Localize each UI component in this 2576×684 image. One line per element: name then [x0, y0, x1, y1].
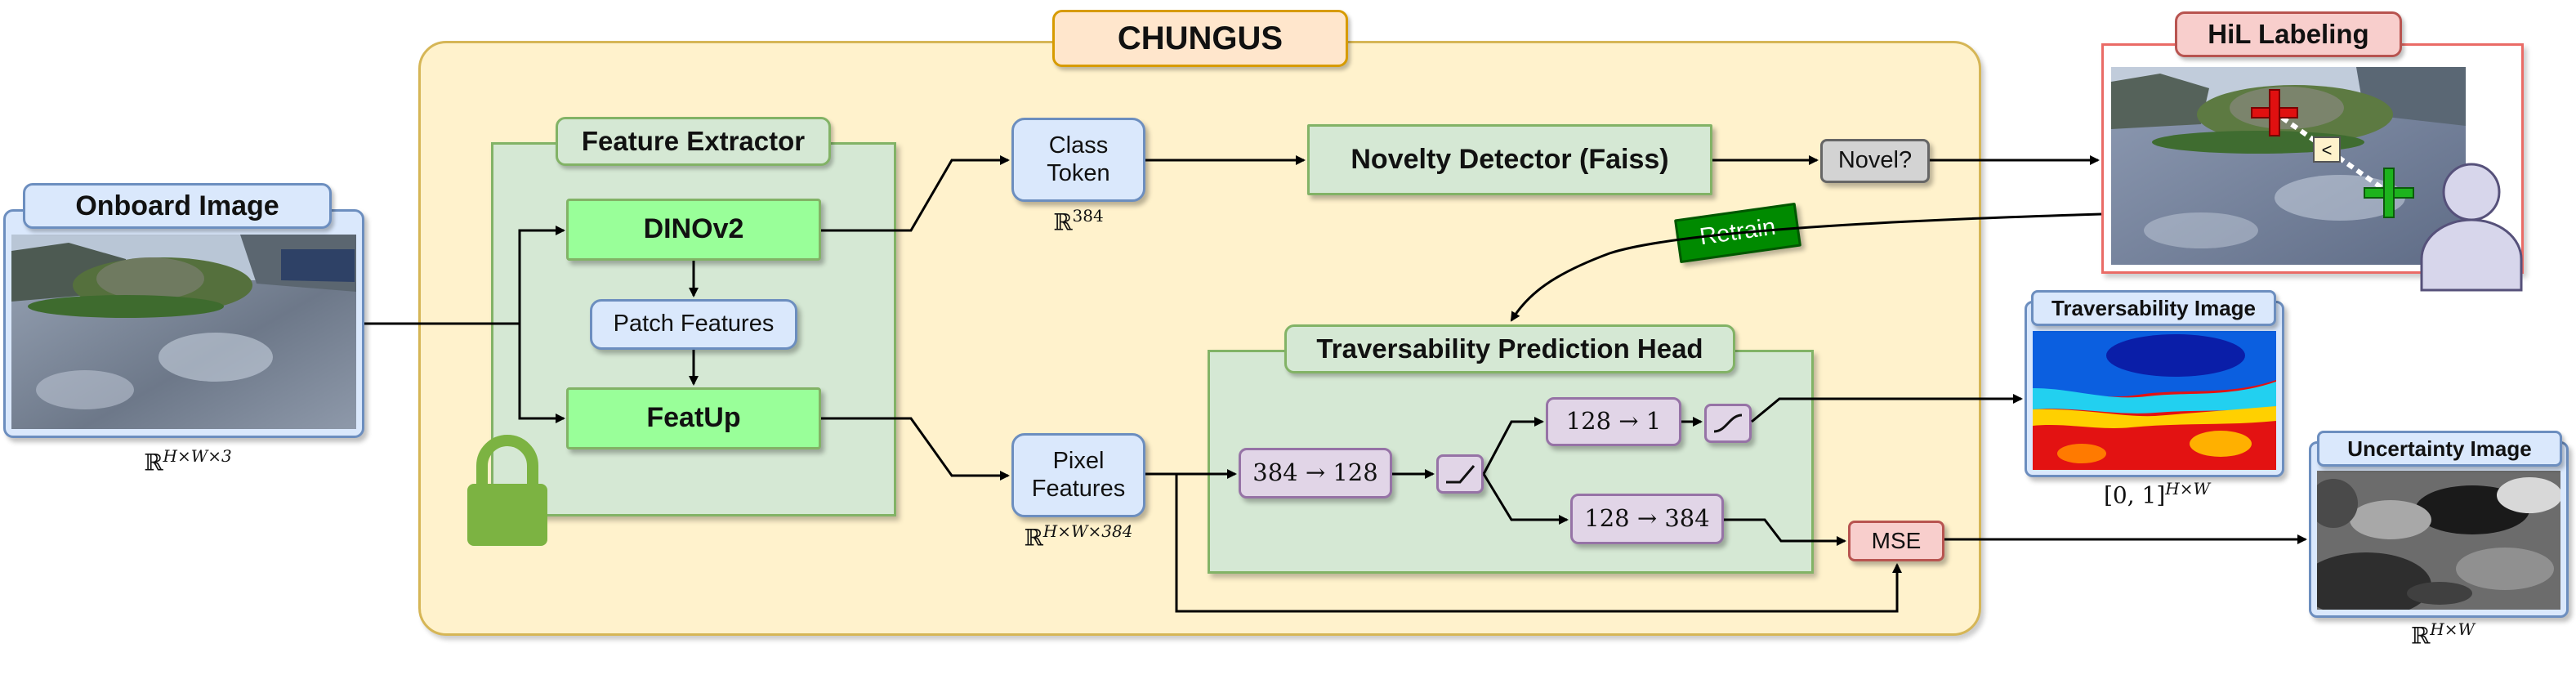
- hil-camera-photo: [2111, 67, 2466, 265]
- pixel-features-dimension: ℝH×W×384: [1024, 521, 1133, 552]
- hil-annotation-overlay: <: [2251, 89, 2414, 218]
- traversability-image-dimension: [0, 1]H×W: [2103, 479, 2211, 509]
- comparison-symbol: <: [2322, 140, 2333, 160]
- relu-activation: [1436, 454, 1484, 494]
- relu-icon: [1446, 465, 1476, 484]
- novel-decision-block: Novel?: [1820, 139, 1930, 183]
- featup-block: FeatUp: [566, 387, 821, 449]
- onboard-image-title: Onboard Image: [23, 183, 332, 229]
- patch-features-block: Patch Features: [590, 299, 797, 350]
- class-token-dimension: ℝ384: [1053, 206, 1104, 236]
- onboard-camera-photo: [11, 235, 356, 429]
- dinov2-block: DINOv2: [566, 199, 821, 261]
- traversability-heatmap: [2033, 331, 2276, 470]
- uncertainty-image-dimension: ℝH×W: [2410, 619, 2476, 650]
- traversability-head-title: Traversability Prediction Head: [1284, 324, 1735, 373]
- hil-labeling-title: HiL Labeling: [2175, 11, 2402, 57]
- uncertainty-heatmap: [2317, 471, 2560, 610]
- novelty-detector-block: Novelty Detector (Faiss): [1307, 124, 1712, 195]
- traversability-image-title: Traversability Image: [2031, 290, 2276, 326]
- linear-128-to-1: 128 → 1: [1546, 397, 1681, 446]
- red-cross-marker: [2251, 89, 2298, 136]
- uncertainty-image-title: Uncertainty Image: [2317, 431, 2562, 467]
- linear-128-to-384: 128 → 384: [1570, 494, 1724, 544]
- feature-extractor-title: Feature Extractor: [556, 117, 831, 166]
- chungus-title: CHUNGUS: [1052, 10, 1348, 67]
- user-icon: [2420, 163, 2523, 292]
- lock-icon: [467, 435, 547, 546]
- sigmoid-activation: [1704, 404, 1752, 443]
- green-cross-marker: [2364, 168, 2414, 218]
- onboard-image-dimension: ℝH×W×3: [144, 446, 232, 476]
- mse-loss-block: MSE: [1848, 521, 1944, 561]
- sigmoid-icon: [1713, 414, 1743, 433]
- linear-384-to-128: 384 → 128: [1239, 448, 1392, 498]
